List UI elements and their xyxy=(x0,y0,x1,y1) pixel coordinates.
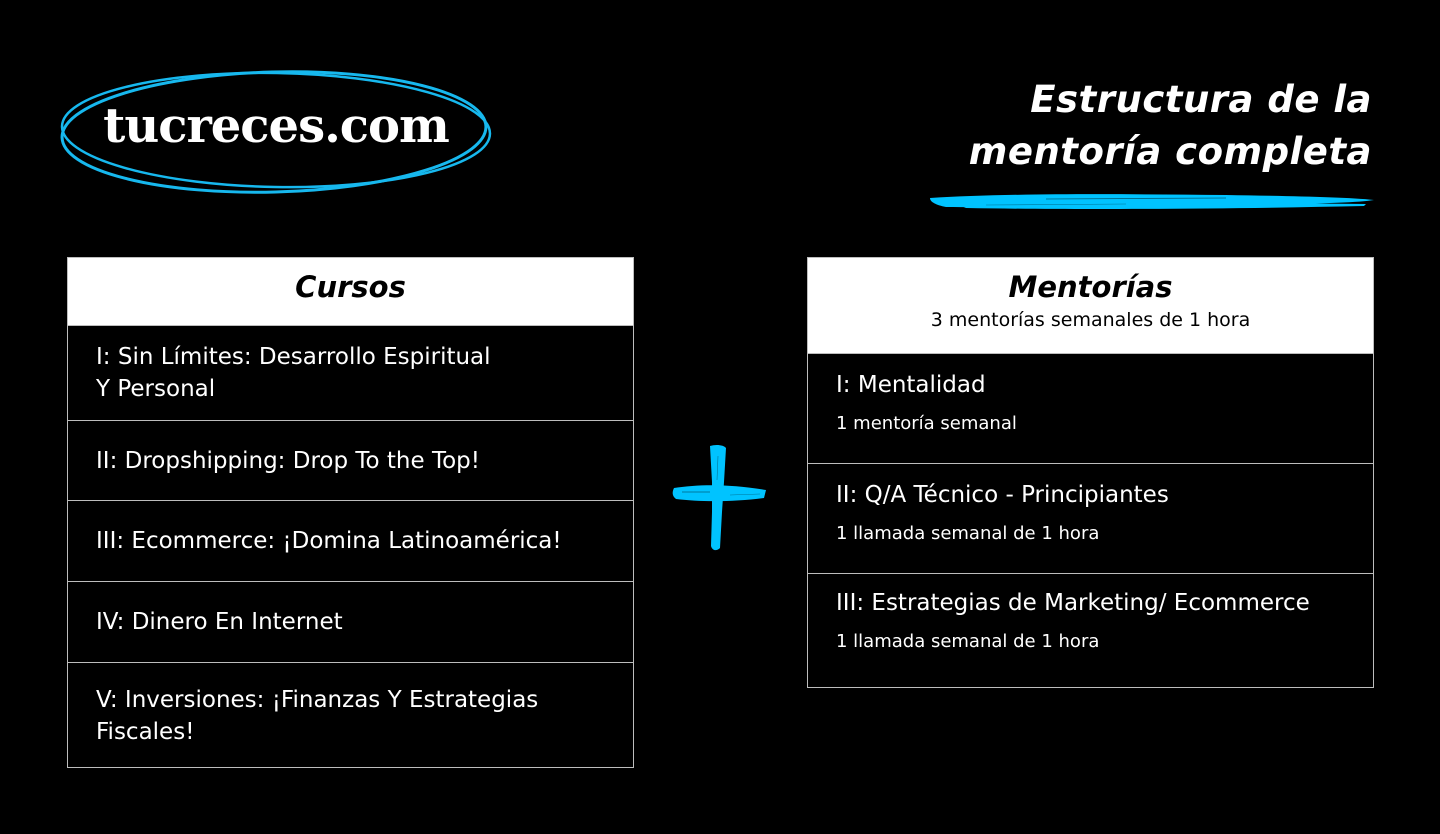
mentoria-row: III: Estrategias de Marketing/ Ecommerce… xyxy=(808,573,1373,680)
mentoria-detail: 1 llamada semanal de 1 hora xyxy=(836,631,1100,652)
mentorias-subheading: 3 mentorías semanales de 1 hora xyxy=(930,309,1251,331)
mentoria-title: II: Q/A Técnico - Principiantes xyxy=(836,482,1169,508)
cursos-table: Cursos I: Sin Límites: Desarrollo Espiri… xyxy=(67,257,634,768)
mentoria-title: III: Estrategias de Marketing/ Ecommerce xyxy=(836,590,1310,616)
curso-title: V: Inversiones: ¡Finanzas Y Estrategias xyxy=(96,686,539,713)
page-title: Estructura de la mentoría completa xyxy=(812,74,1372,178)
curso-row: II: Dropshipping: Drop To the Top! xyxy=(68,420,633,500)
logo-text: tucreces.com xyxy=(103,98,450,154)
curso-title: III: Ecommerce: ¡Domina Latinoamérica! xyxy=(96,528,562,554)
mentorias-heading: Mentorías xyxy=(1008,270,1173,304)
curso-row: IV: Dinero En Internet xyxy=(68,581,633,662)
mentoria-detail: 1 mentoría semanal xyxy=(836,413,1017,434)
mentoria-detail: 1 llamada semanal de 1 hora xyxy=(836,523,1100,544)
curso-title-continued: Fiscales! xyxy=(96,718,195,745)
curso-title: IV: Dinero En Internet xyxy=(96,609,343,635)
mentorias-header: Mentorías 3 mentorías semanales de 1 hor… xyxy=(808,258,1373,353)
curso-row: I: Sin Límites: Desarrollo Espiritual Y … xyxy=(68,325,633,420)
brush-underline xyxy=(930,194,1374,210)
mentoria-row: II: Q/A Técnico - Principiantes 1 llamad… xyxy=(808,463,1373,573)
mentoria-row: I: Mentalidad 1 mentoría semanal xyxy=(808,353,1373,463)
curso-title: II: Dropshipping: Drop To the Top! xyxy=(96,447,480,474)
plus-icon xyxy=(672,444,766,551)
curso-row: III: Ecommerce: ¡Domina Latinoamérica! xyxy=(68,500,633,581)
mentoria-title: I: Mentalidad xyxy=(836,372,986,398)
mentorias-table: Mentorías 3 mentorías semanales de 1 hor… xyxy=(807,257,1374,688)
curso-row: V: Inversiones: ¡Finanzas Y Estrategias … xyxy=(68,662,633,768)
logo-ellipse xyxy=(60,70,492,194)
cursos-header: Cursos xyxy=(68,258,633,325)
logo: tucreces.com xyxy=(56,62,496,202)
curso-title: I: Sin Límites: Desarrollo Espiritual xyxy=(96,344,491,370)
cursos-heading: Cursos xyxy=(295,270,406,304)
page-title-line-1: Estructura de la xyxy=(1030,78,1372,121)
page-title-line-2: mentoría completa xyxy=(968,130,1372,173)
curso-title-continued: Y Personal xyxy=(96,376,216,402)
